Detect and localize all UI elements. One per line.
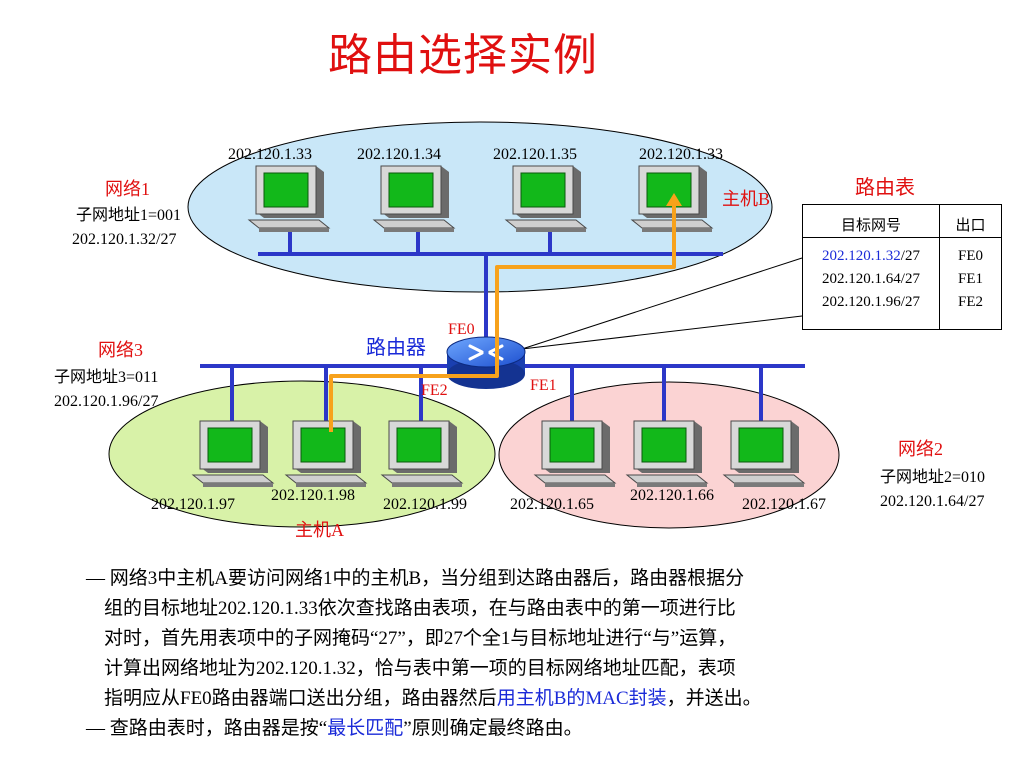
note-line-6-a: — 查路由表时，路由器是按“ [86,718,328,739]
ip-net3-1: 202.120.1.97 [151,496,235,513]
ip-net2-1: 202.120.1.65 [510,496,594,513]
table-callout [521,257,803,350]
note-line-6: — 查路由表时，路由器是按“最长匹配”原则确定最终路由。 [86,718,583,739]
table-row: 202.120.1.96/27 [803,294,939,311]
host-a-label: 主机A [295,520,344,540]
table-row: 202.120.1.64/27 [803,271,939,288]
row3-port: FE2 [957,294,983,310]
mac-encapsulation-highlight: 用主机B的MAC封装 [496,688,667,709]
pc-net1-1 [248,165,330,233]
ip-net1-1: 202.120.1.33 [228,146,312,163]
ip-net1-2: 202.120.1.34 [357,146,441,163]
network3-cidr: 202.120.1.96/27 [54,393,159,410]
note-line-5: 指明应从FE0路由器端口送出分组，路由器然后用主机B的MAC封装，并送出。 [86,684,1006,714]
network1-cidr: 202.120.1.32/27 [72,231,177,248]
longest-match-highlight: 最长匹配 [327,718,404,739]
table-row: 202.120.1.32/27 [803,248,939,265]
port-fe0: FE0 [448,321,475,338]
ip-net2-3: 202.120.1.67 [742,496,826,513]
row1-net-ip: 202.120.1.32 [822,248,901,264]
pc-net2-2 [626,420,708,488]
note-line-6-b: ”原则确定最终路由。 [403,718,583,739]
ip-net2-2: 202.120.1.66 [630,487,714,504]
row2-net-ip: 202.120.1.64 [822,271,901,287]
note-line-5-a: 指明应从FE0路由器端口送出分组，路由器然后 [104,688,497,709]
router-icon [446,336,526,389]
ip-net1-4: 202.120.1.33 [639,146,723,163]
network2-subnet: 子网地址2=010 [880,469,986,486]
network1-area [187,121,773,293]
network2-cidr: 202.120.1.64/27 [880,493,985,510]
port-fe2: FE2 [421,382,448,399]
network3-name: 网络3 [98,340,143,360]
row1-port: FE0 [957,248,983,264]
row3-net-ip: 202.120.1.96 [822,294,901,310]
ip-net3-3: 202.120.1.99 [383,496,467,513]
explanation-paragraph: — 网络3中主机A要访问网络1中的主机B，当分组到达路由器后，路由器根据分 组的… [86,564,1006,744]
pc-net1-2 [373,165,455,233]
header-dest-net: 目标网号 [840,218,901,234]
routing-table-header [803,205,1001,238]
ip-net1-3: 202.120.1.35 [493,146,577,163]
note-line-1: — 网络3中主机A要访问网络1中的主机B，当分组到达路由器后，路由器根据分 [86,568,745,589]
network3-subnet: 子网地址3=011 [54,369,159,386]
pc-host-a [285,420,367,488]
row1-net-mask: /27 [900,248,920,264]
routing-table-title: 路由表 [855,177,915,199]
host-b-label: 主机B [722,189,771,209]
pc-net2-1 [534,420,616,488]
network2-name: 网络2 [898,439,943,459]
pc-net3-3 [381,420,463,488]
network1-name: 网络1 [105,179,150,199]
pc-net1-3 [505,165,587,233]
note-line-2: 组的目标地址202.120.1.33依次查找路由表项，在与路由表中的第一项进行比 [104,598,736,619]
note-line-3: 对时，首先用表项中的子网掩码“27”，即27个全1与目标地址进行“与”运算， [104,628,737,649]
page-title: 路由选择实例 [328,31,598,80]
row2-net-mask: /27 [900,271,920,287]
route-arrowhead [666,193,682,206]
header-port: 出口 [955,218,986,234]
row3-net-mask: /27 [900,294,920,310]
ip-net3-2: 202.120.1.98 [271,487,355,504]
router-label: 路由器 [366,337,426,359]
row2-port: FE1 [957,271,983,287]
port-fe1: FE1 [530,377,557,394]
network1-subnet: 子网地址1=001 [76,207,182,224]
route-path [329,205,676,432]
note-line-5-b: ，并送出。 [666,688,762,709]
pc-net3-1 [192,420,274,488]
pc-net2-3 [723,420,805,488]
routing-table: 目标网号 出口 202.120.1.32/27 FE0 202.120.1.64… [802,204,1002,330]
note-line-4: 计算出网络地址为202.120.1.32，恰与表中第一项的目标网络地址匹配，表项 [104,658,736,679]
